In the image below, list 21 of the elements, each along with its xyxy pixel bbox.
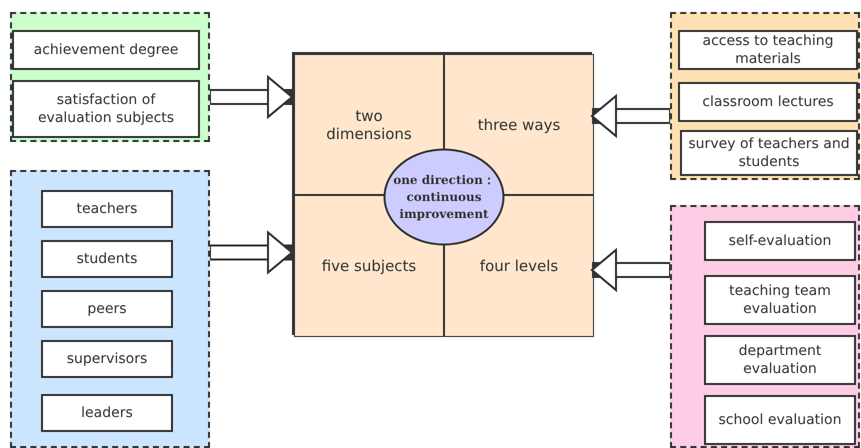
group-panel (670, 12, 860, 180)
text-box: access to teaching materials (678, 30, 858, 70)
text-box: teachers (41, 190, 173, 228)
text-box: leaders (41, 394, 173, 432)
text-box: teaching team evaluation (704, 275, 856, 325)
text-box: peers (41, 290, 173, 328)
circle-label: one direction：continuous improvement (392, 172, 496, 222)
group-panel (10, 12, 210, 142)
text-box: classroom lectures (678, 82, 858, 122)
center-circle (383, 148, 505, 246)
text-box: department evaluation (704, 335, 856, 385)
text-box: school evaluation (704, 395, 856, 445)
text-box: satisfaction of evaluation subjects (12, 80, 200, 138)
group-panel (670, 205, 860, 448)
text-box: students (41, 240, 173, 278)
group-panel (10, 170, 210, 448)
text-box: self-evaluation (704, 221, 856, 261)
text-box: supervisors (41, 340, 173, 378)
quadrant-square (292, 52, 592, 335)
text-box: achievement degree (12, 30, 200, 70)
text-box: survey of teachers and students (680, 130, 858, 176)
